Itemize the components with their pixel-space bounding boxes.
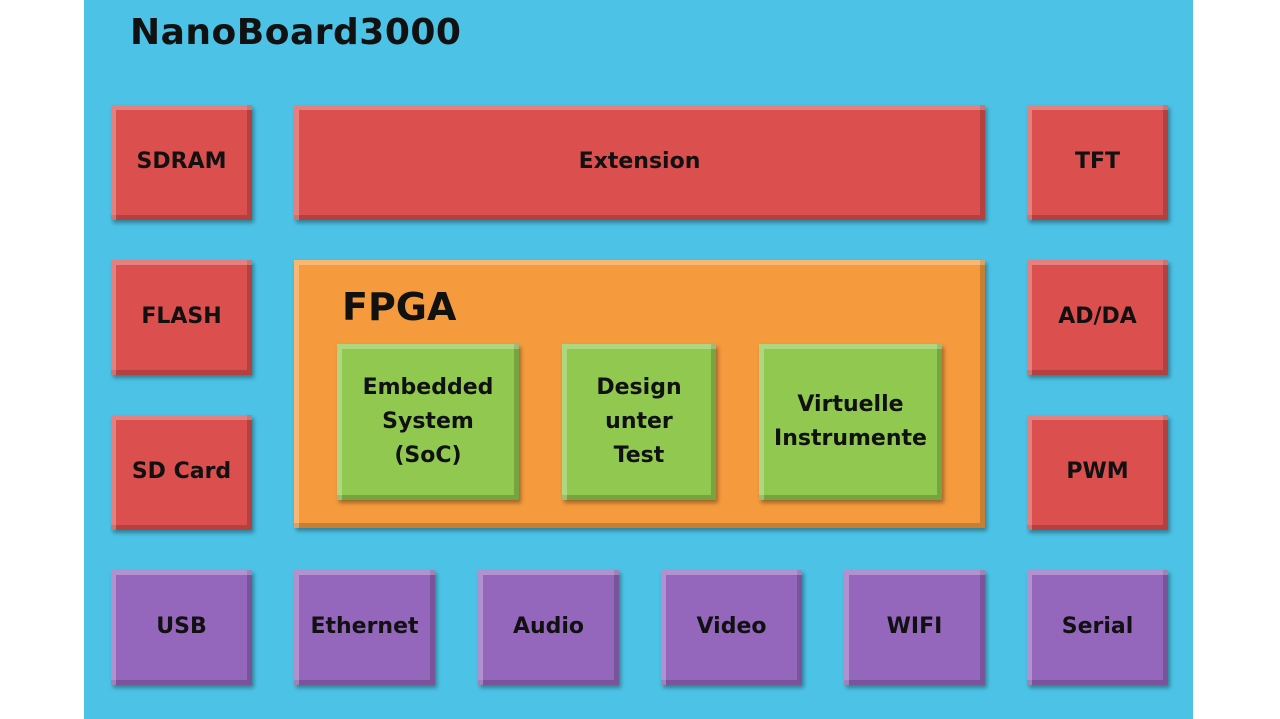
block-video: Video [661, 570, 802, 685]
diagram-title: NanoBoard3000 [130, 12, 462, 53]
block-ad-da: AD/DA [1027, 260, 1168, 375]
block-wifi: WIFI [844, 570, 985, 685]
label-line: Design [596, 374, 682, 400]
block-ethernet: Ethernet [294, 570, 435, 685]
block-audio: Audio [478, 570, 619, 685]
label-line: Embedded [362, 374, 494, 400]
label-line: System [382, 408, 474, 434]
label-line: Instrumente [774, 426, 927, 451]
block-sd-card: SD Card [111, 415, 252, 530]
block-serial: Serial [1027, 570, 1168, 685]
fpga-label: FPGA [342, 285, 457, 329]
block-extension: Extension [294, 105, 985, 220]
block-sdram: SDRAM [111, 105, 252, 220]
block-usb: USB [111, 570, 252, 685]
block-pwm: PWM [1027, 415, 1168, 530]
label-line: (SoC) [394, 443, 462, 469]
block-tft: TFT [1027, 105, 1168, 220]
label-line: Virtuelle [797, 391, 904, 417]
block-flash: FLASH [111, 260, 252, 375]
label-line: unter [605, 408, 673, 434]
label-line: Test [613, 443, 665, 469]
